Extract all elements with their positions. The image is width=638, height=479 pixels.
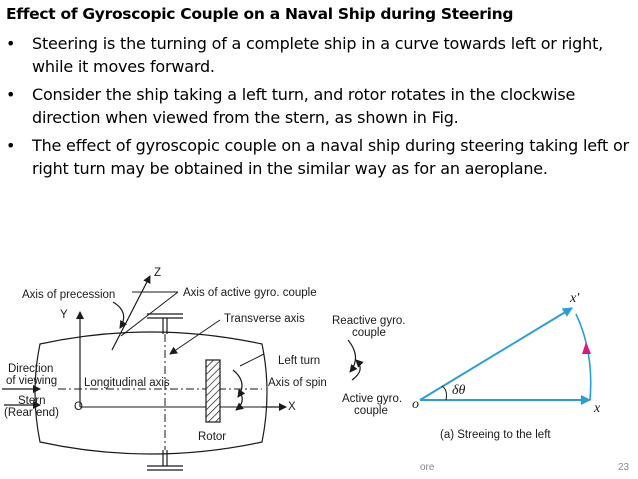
label-o-left: O <box>74 401 83 413</box>
label-y: Y <box>60 309 68 321</box>
label-x-right: x <box>593 401 601 416</box>
label-delta-theta: δθ <box>452 383 466 398</box>
precession-arrow-icon <box>112 301 128 329</box>
label-x-prime: x′ <box>569 291 580 306</box>
label-x-left: X <box>288 401 296 413</box>
bullet-item: • Steering is the turning of a complete … <box>6 33 632 78</box>
vector-ox-prime <box>419 307 573 401</box>
footer-text: ore <box>420 462 435 473</box>
label-z: Z <box>154 267 161 279</box>
top-flange <box>147 313 183 334</box>
bullet-text: Steering is the turning of a complete sh… <box>32 34 604 76</box>
bullet-dot: • <box>6 85 16 104</box>
arc-reactive <box>575 313 592 401</box>
spin-arrow-icon <box>232 369 246 398</box>
label-reactive-2: couple <box>352 327 386 339</box>
slide-title: Effect of Gyroscopic Couple on a Naval S… <box>6 5 514 23</box>
bullet-list: • Steering is the turning of a complete … <box>6 33 632 186</box>
label-stern-1: Stern <box>18 395 46 407</box>
label-active-2: couple <box>354 405 388 417</box>
bottom-flange <box>147 450 183 471</box>
bullet-item: • The effect of gyroscopic couple on a n… <box>6 135 632 180</box>
spin-arrow-icon <box>235 391 244 411</box>
gyroscope-ship-figure: Axis of precession Z Axis of active gyro… <box>2 267 601 471</box>
z-axis-arrow <box>111 275 151 351</box>
label-transverse-axis: Transverse axis <box>224 313 305 325</box>
label-longitudinal-axis: Longitudinal axis <box>84 377 170 389</box>
bullet-dot: • <box>6 34 16 53</box>
label-axis-of-spin: Axis of spin <box>268 377 327 389</box>
label-o-right: o <box>412 397 419 412</box>
page-number: 23 <box>618 462 630 473</box>
label-direction-1: Direction <box>8 363 53 375</box>
bullet-text: The effect of gyroscopic couple on a nav… <box>32 136 629 178</box>
label-active-1: Active gyro. <box>342 393 402 405</box>
rotor <box>205 359 221 423</box>
delta-theta-arc <box>441 385 447 401</box>
reactive-arrow-head <box>582 342 591 354</box>
label-direction-2: of viewing <box>6 375 57 387</box>
bullet-item: • Consider the ship taking a left turn, … <box>6 84 632 129</box>
label-reactive-1: Reactive gyro. <box>332 315 406 327</box>
label-left-turn: Left turn <box>278 355 320 367</box>
label-stern-2: (Rear end) <box>4 407 59 419</box>
ship-hull <box>34 331 268 455</box>
bullet-text: Consider the ship taking a left turn, an… <box>32 85 576 127</box>
reactive-couple-icon <box>347 339 358 373</box>
label-axis-of-precession: Axis of precession <box>22 289 115 301</box>
label-rotor: Rotor <box>198 431 226 443</box>
figure-caption: (a) Streeing to the left <box>440 429 551 441</box>
label-axis-active-couple: Axis of active gyro. couple <box>183 287 317 299</box>
active-couple-icon <box>351 359 364 381</box>
bullet-dot: • <box>6 136 16 155</box>
